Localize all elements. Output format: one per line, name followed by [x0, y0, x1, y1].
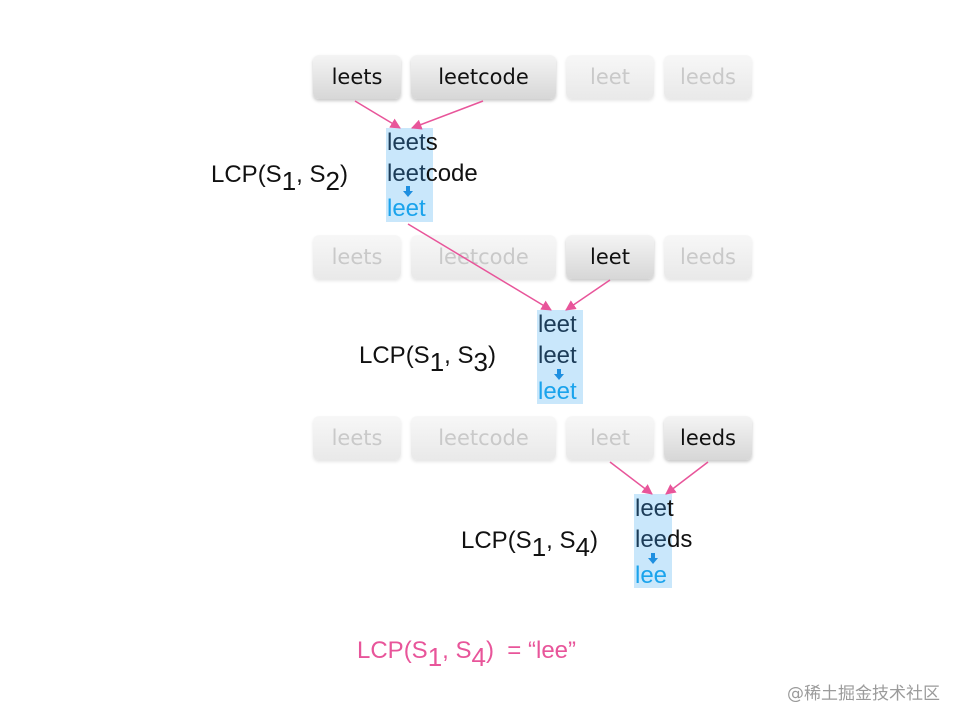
lcp-label: LCP(S1, S3): [359, 342, 496, 377]
compare-word-first: leets: [387, 129, 438, 156]
lcp-label: LCP(S1, S4): [461, 527, 598, 562]
arrow-result-to-next: [609, 461, 653, 495]
down-arrow-icon: [403, 186, 413, 197]
compare-word-second: leet: [538, 342, 577, 369]
arrow-leet-to-compare: [565, 279, 611, 311]
string-box-leeds: leeds: [664, 416, 752, 460]
compare-word-second: leeds: [635, 526, 693, 553]
compare-word-first: leet: [538, 311, 577, 338]
common-prefix-highlight: [537, 310, 583, 404]
string-box-leet: leet: [566, 235, 654, 279]
string-box-leeds: leeds: [664, 55, 752, 99]
common-prefix-highlight: [386, 128, 433, 222]
string-box-leets: leets: [313, 416, 401, 460]
final-result: LCP(S1, S4) = “lee”: [357, 637, 576, 672]
string-box-leeds: leeds: [664, 235, 752, 279]
string-box-leetcode: leetcode: [411, 416, 556, 460]
watermark: @稀土掘金技术社区: [787, 684, 940, 704]
arrow-leeds-to-compare: [665, 461, 709, 495]
down-arrow-icon: [554, 369, 564, 380]
string-box-leet: leet: [566, 416, 654, 460]
lcp-label: LCP(S1, S2): [211, 161, 348, 196]
arrow-leetcode-to-compare: [411, 100, 484, 130]
down-arrow-icon: [648, 553, 658, 564]
string-box-leets: leets: [313, 55, 401, 99]
common-prefix-highlight: [634, 494, 672, 588]
string-box-leets: leets: [313, 235, 401, 279]
arrow-leets-to-compare: [354, 100, 401, 129]
common-prefix-result: leet: [538, 378, 577, 405]
string-box-leet: leet: [566, 55, 654, 99]
compare-word-second: leetcode: [387, 160, 478, 187]
common-prefix-result: leet: [387, 195, 426, 222]
string-box-leetcode: leetcode: [411, 235, 556, 279]
string-box-leetcode: leetcode: [411, 55, 556, 99]
compare-word-first: leet: [635, 495, 674, 522]
common-prefix-result: lee: [635, 562, 668, 589]
